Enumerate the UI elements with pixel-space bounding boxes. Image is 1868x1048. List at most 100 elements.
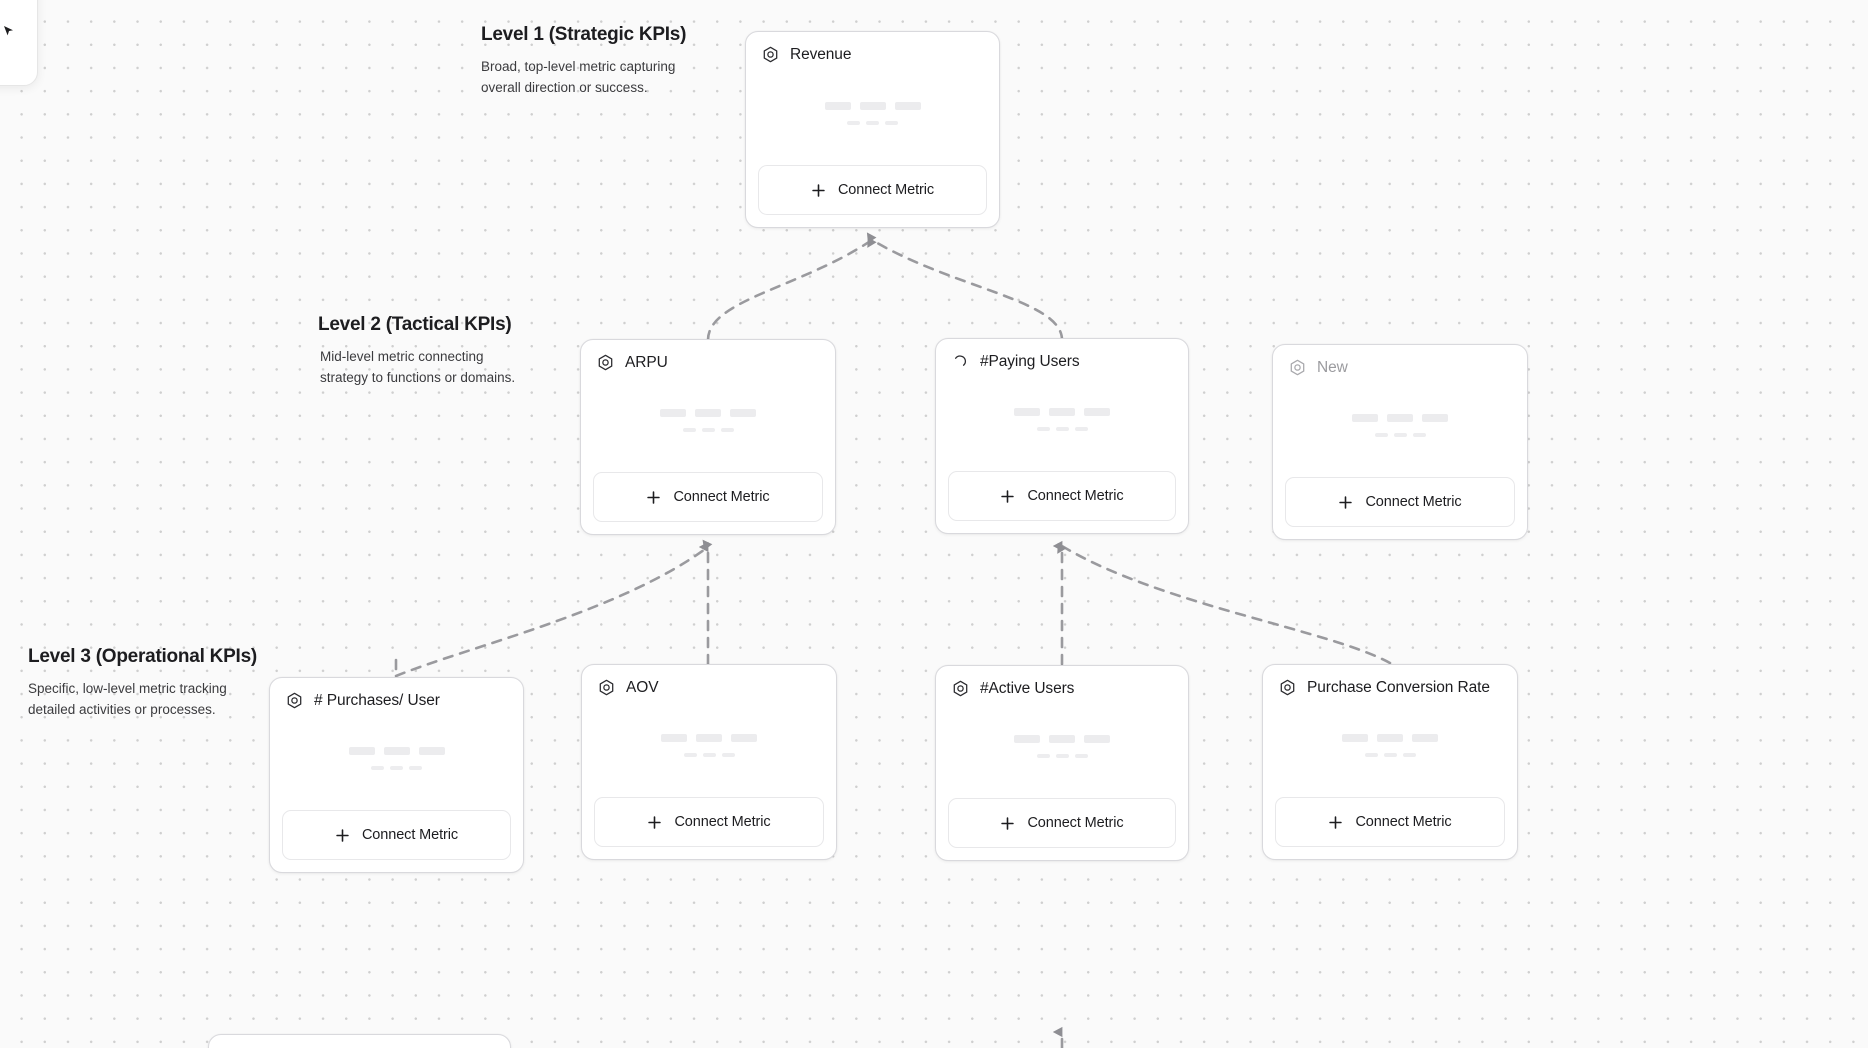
skeleton-row-secondary bbox=[371, 766, 422, 770]
skeleton-bar bbox=[1084, 408, 1110, 416]
card-header: Purchase Conversion Rate bbox=[1263, 665, 1517, 696]
skeleton-bar bbox=[1055, 754, 1069, 758]
connect-metric-label: Connect Metric bbox=[1027, 814, 1124, 831]
skeleton-bar bbox=[866, 120, 879, 125]
metric-card-new[interactable]: New Connect Metric bbox=[1272, 344, 1528, 540]
skeleton-bar bbox=[1364, 753, 1378, 757]
metric-card-offscreen-partial[interactable] bbox=[208, 1034, 511, 1048]
metric-card-paying-users[interactable]: #Paying Users Connect Metric bbox=[935, 338, 1189, 534]
card-header: # Purchases/ User bbox=[270, 678, 523, 709]
level-1-label-group: Level 1 (Strategic KPIs) Broad, top-leve… bbox=[481, 24, 696, 99]
skeleton-bar bbox=[695, 409, 721, 417]
skeleton-bar bbox=[701, 428, 715, 432]
level-3-label-group: Level 3 (Operational KPIs) Specific, low… bbox=[28, 646, 257, 721]
skeleton-bar bbox=[702, 753, 716, 757]
skeleton-bar bbox=[1402, 753, 1416, 757]
skeleton-bar bbox=[824, 101, 851, 110]
card-skeleton-body bbox=[582, 696, 836, 797]
level-2-label-group: Level 2 (Tactical KPIs) Mid-level metric… bbox=[318, 314, 535, 389]
skeleton-row-primary bbox=[1352, 414, 1448, 422]
connect-metric-button[interactable]: Connect Metric bbox=[948, 471, 1176, 521]
skeleton-bar bbox=[1074, 754, 1088, 758]
connect-metric-label: Connect Metric bbox=[361, 826, 459, 843]
card-skeleton-body bbox=[270, 709, 523, 810]
skeleton-bar bbox=[682, 428, 696, 432]
skeleton-bar bbox=[721, 753, 735, 757]
skeleton-bar bbox=[885, 120, 898, 125]
skeleton-bar bbox=[1049, 408, 1075, 416]
card-header: AOV bbox=[582, 665, 836, 696]
metric-card-active-users[interactable]: #Active Users Connect Metric bbox=[935, 665, 1189, 861]
skeleton-bar bbox=[1049, 735, 1075, 743]
card-title: ARPU bbox=[625, 353, 668, 371]
skeleton-bar bbox=[859, 101, 886, 110]
card-header: Revenue bbox=[746, 32, 999, 63]
connect-metric-button[interactable]: Connect Metric bbox=[594, 797, 824, 847]
connect-metric-button[interactable]: Connect Metric bbox=[282, 810, 511, 860]
skeleton-bar bbox=[1036, 754, 1050, 758]
skeleton-row-primary bbox=[661, 734, 757, 742]
card-title: # Purchases/ User bbox=[314, 691, 440, 709]
skeleton-bar bbox=[1377, 734, 1403, 742]
card-header: ARPU bbox=[581, 340, 835, 371]
connect-metric-label: Connect Metric bbox=[1365, 493, 1462, 510]
skeleton-bar bbox=[1383, 753, 1397, 757]
connect-metric-button[interactable]: Connect Metric bbox=[593, 472, 823, 522]
skeleton-bar bbox=[371, 766, 384, 770]
card-skeleton-body bbox=[1273, 376, 1527, 477]
card-title: Revenue bbox=[790, 45, 852, 63]
connector-purchases-arpu bbox=[394, 539, 713, 678]
connect-metric-button[interactable]: Connect Metric bbox=[758, 165, 987, 215]
card-title: New bbox=[1317, 358, 1348, 376]
skeleton-row-primary bbox=[824, 101, 921, 110]
skeleton-bar bbox=[720, 428, 734, 432]
connect-metric-label: Connect Metric bbox=[1027, 487, 1124, 504]
skeleton-bar bbox=[1393, 433, 1407, 437]
skeleton-row-secondary bbox=[1364, 753, 1416, 757]
skeleton-bar bbox=[1014, 408, 1040, 416]
skeleton-bar bbox=[1387, 414, 1413, 422]
skeleton-bar bbox=[1352, 414, 1378, 422]
level-3-title: Level 3 (Operational KPIs) bbox=[28, 646, 257, 667]
skeleton-bar bbox=[1055, 427, 1069, 431]
hexagon-metric-icon bbox=[1280, 679, 1295, 696]
skeleton-bar bbox=[696, 734, 722, 742]
connect-metric-button[interactable]: Connect Metric bbox=[948, 798, 1176, 848]
metric-card-arpu[interactable]: ARPU Connect Metric bbox=[580, 339, 836, 535]
skeleton-bar bbox=[348, 747, 375, 755]
skeleton-bar bbox=[1084, 735, 1110, 743]
card-skeleton-body bbox=[746, 63, 999, 165]
skeleton-bar bbox=[1374, 433, 1388, 437]
cursor-arrow-icon bbox=[4, 26, 13, 36]
hexagon-metric-icon bbox=[599, 679, 614, 696]
metric-card-aov[interactable]: AOV Connect Metric bbox=[581, 664, 837, 860]
skeleton-bar bbox=[1412, 734, 1438, 742]
metric-card-purchases-user[interactable]: # Purchases/ User Connect Metric bbox=[269, 677, 524, 873]
skeleton-bar bbox=[731, 734, 757, 742]
connector-arpu-revenue bbox=[706, 232, 877, 342]
card-skeleton-body bbox=[1263, 696, 1517, 797]
plus-icon bbox=[1001, 489, 1015, 503]
floating-corner-panel[interactable] bbox=[0, 0, 38, 86]
connect-metric-label: Connect Metric bbox=[673, 488, 770, 505]
connect-metric-button[interactable]: Connect Metric bbox=[1275, 797, 1505, 847]
skeleton-bar bbox=[1422, 414, 1448, 422]
hexagon-metric-icon bbox=[953, 680, 968, 697]
plus-icon bbox=[1339, 495, 1353, 509]
skeleton-bar bbox=[660, 409, 686, 417]
skeleton-row-primary bbox=[1014, 408, 1110, 416]
connect-metric-label: Connect Metric bbox=[1355, 813, 1452, 830]
skeleton-bar bbox=[1074, 427, 1088, 431]
skeleton-bar bbox=[409, 766, 422, 770]
skeleton-bar bbox=[418, 747, 445, 755]
metric-card-purchase-conversion-rate[interactable]: Purchase Conversion Rate Connect Metric bbox=[1262, 664, 1518, 860]
metric-card-revenue[interactable]: Revenue Connect Metric bbox=[745, 31, 1000, 228]
connect-metric-button[interactable]: Connect Metric bbox=[1285, 477, 1515, 527]
skeleton-bar bbox=[894, 101, 921, 110]
card-header: New bbox=[1273, 345, 1527, 376]
skeleton-bar bbox=[1014, 735, 1040, 743]
skeleton-row-primary bbox=[1014, 735, 1110, 743]
level-3-description: Specific, low-level metric tracking deta… bbox=[28, 681, 227, 717]
level-1-description: Broad, top-level metric capturing overal… bbox=[481, 59, 676, 95]
